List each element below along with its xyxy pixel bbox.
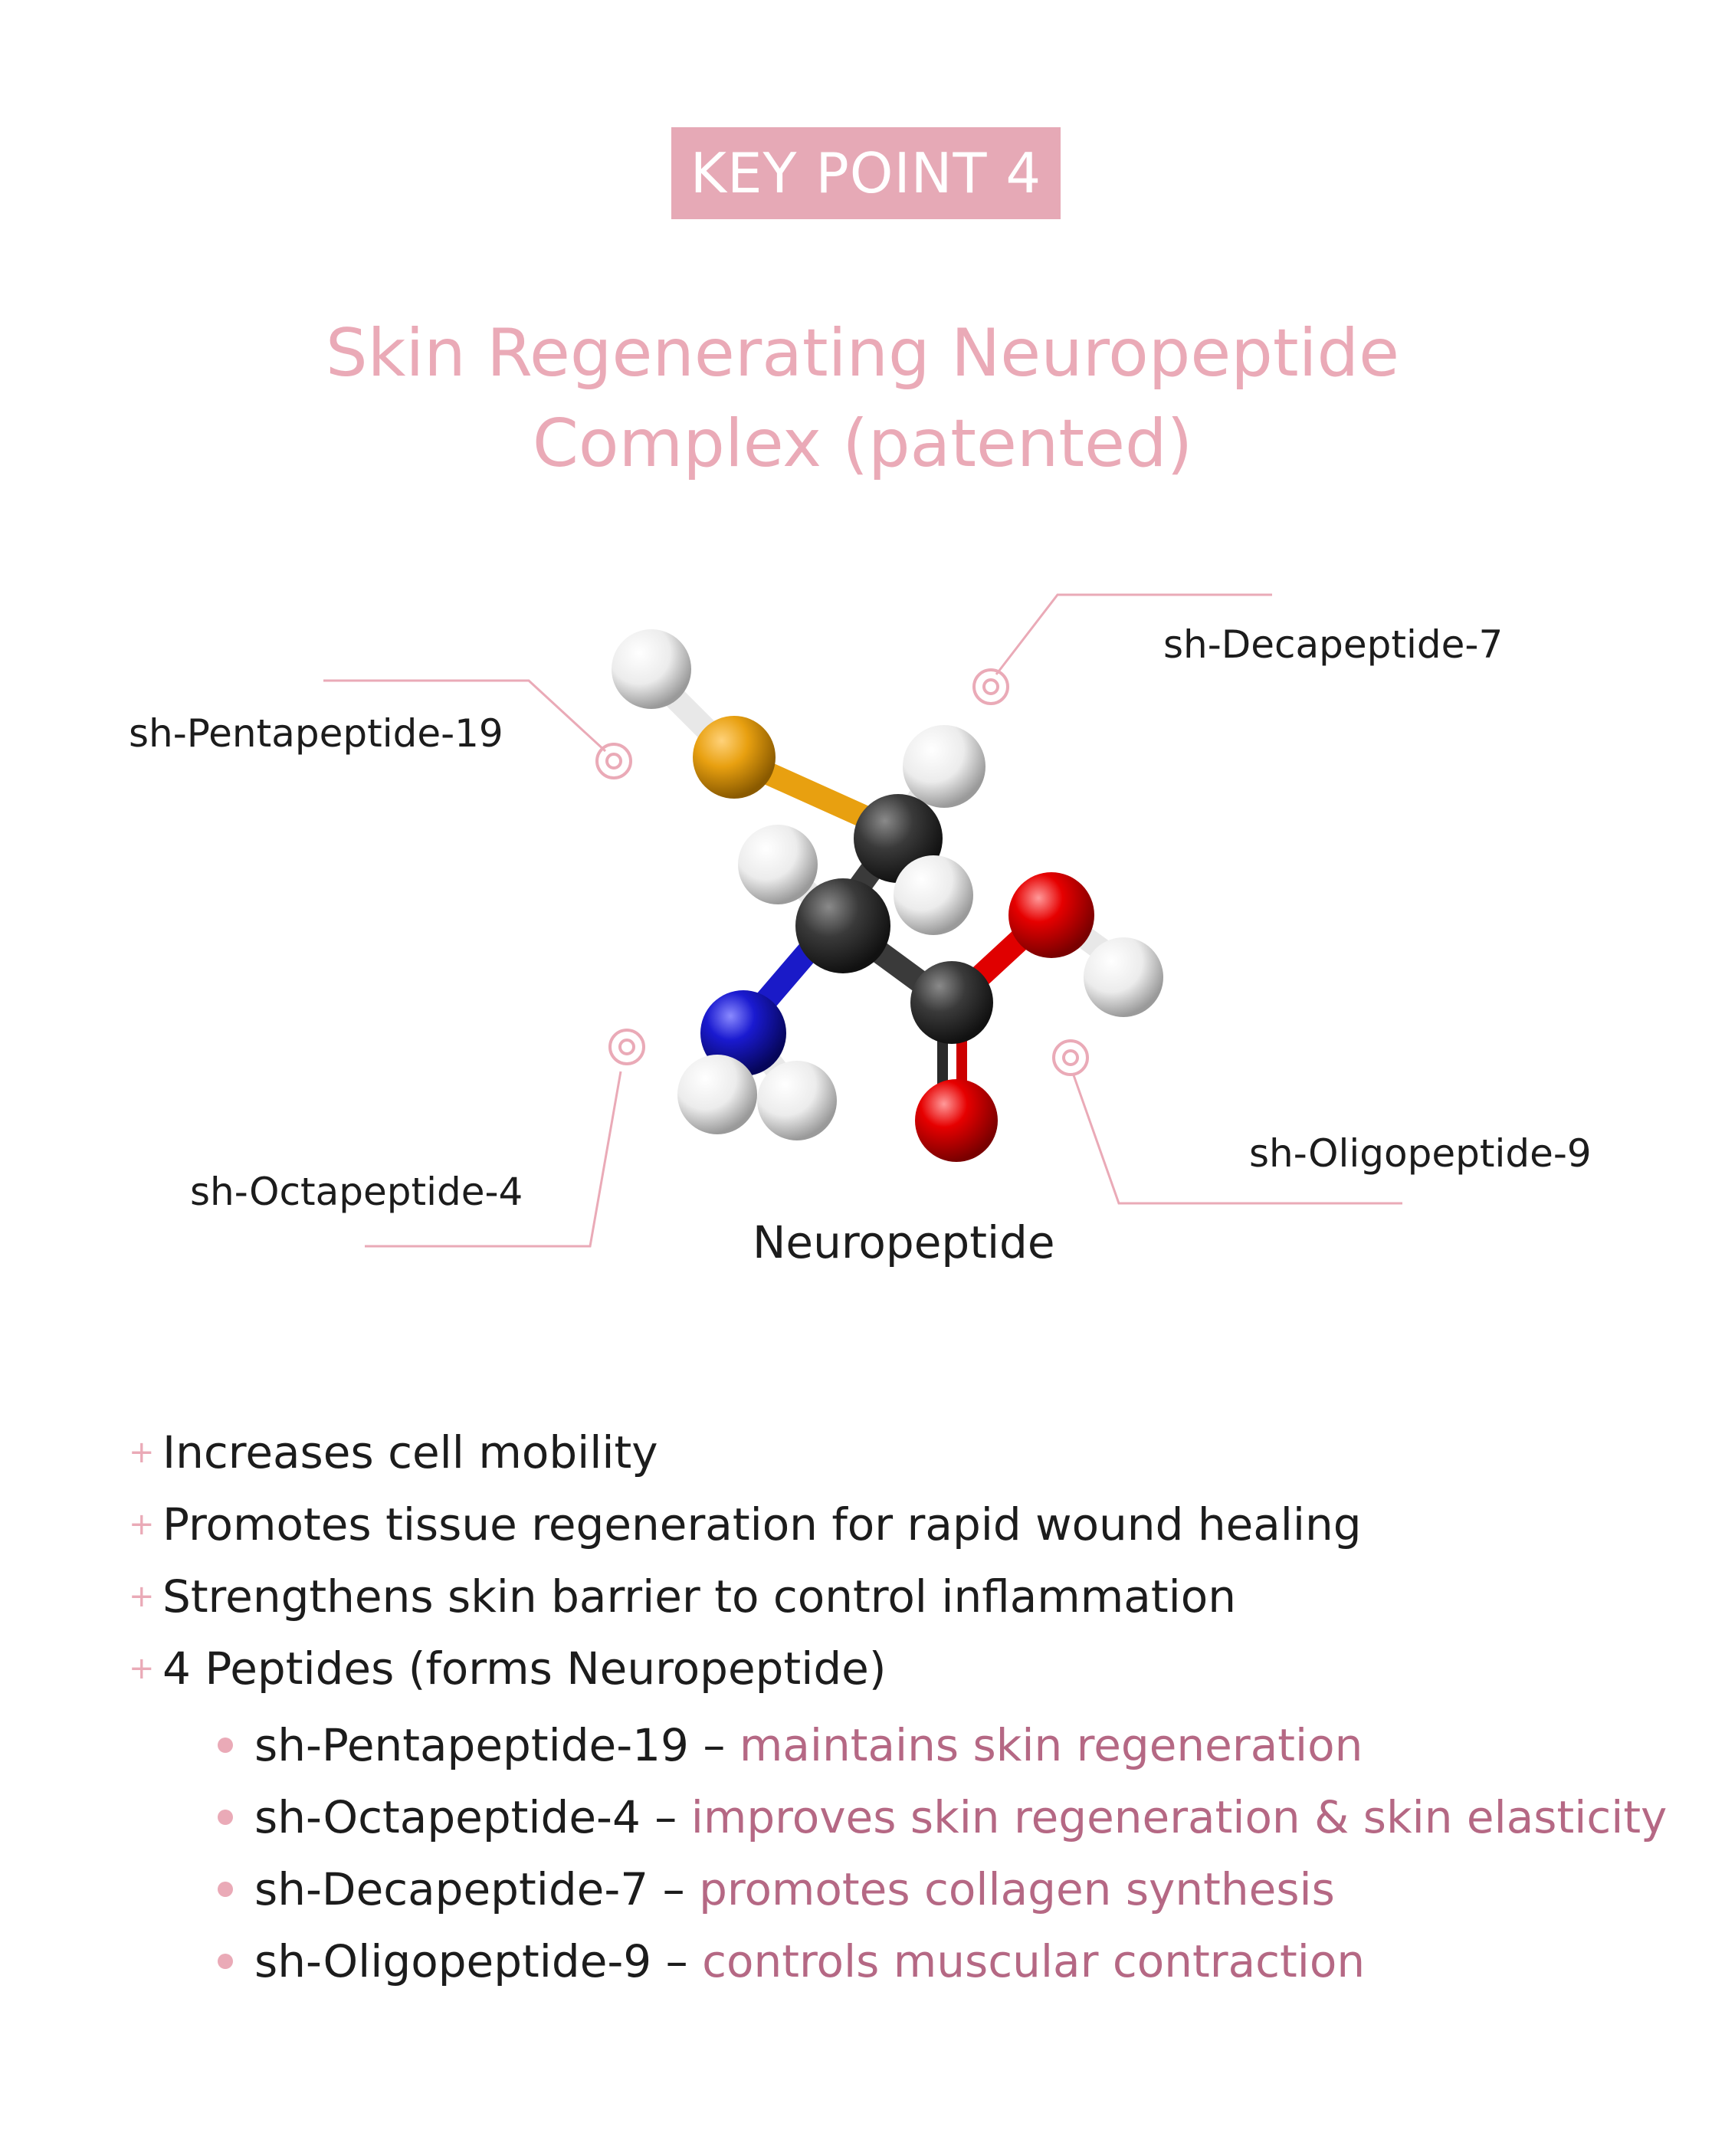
plus-icon: +	[129, 1507, 155, 1542]
hydrogen-atom	[738, 825, 818, 904]
peptide-description: controls muscular contraction	[702, 1935, 1366, 1987]
molecule-caption: Neuropeptide	[753, 1216, 1055, 1268]
hydrogen-atom	[612, 629, 691, 709]
hydrogen-atom	[903, 725, 985, 808]
benefit-text: 4 Peptides (forms Neuropeptide)	[162, 1642, 887, 1695]
peptide-list: sh-Pentapeptide-19 – maintains skin rege…	[218, 1709, 1667, 1997]
plus-icon: +	[129, 1579, 155, 1614]
sulfur-atom	[693, 716, 776, 799]
nitrogen-atom	[700, 990, 786, 1076]
carbon-atom	[910, 961, 993, 1044]
benefit-text: Increases cell mobility	[162, 1426, 658, 1478]
target-icon-oligopeptide	[1052, 1039, 1089, 1076]
list-item: sh-Octapeptide-4 – improves skin regener…	[218, 1781, 1667, 1853]
callout-label-oligopeptide: sh-Oligopeptide-9	[1249, 1131, 1592, 1176]
peptide-separator: –	[688, 1719, 740, 1771]
oxygen-atom	[1008, 872, 1094, 958]
benefit-text: Promotes tissue regeneration for rapid w…	[162, 1498, 1362, 1551]
peptide-description: promotes collagen synthesis	[699, 1863, 1335, 1915]
list-item: + 4 Peptides (forms Neuropeptide)	[129, 1633, 1362, 1705]
peptide-separator: –	[640, 1791, 691, 1843]
carbon-atom	[795, 878, 890, 973]
hydrogen-atom	[1084, 937, 1163, 1017]
key-point-label: KEY POINT 4	[690, 141, 1042, 205]
peptide-description: maintains skin regeneration	[739, 1719, 1363, 1771]
target-icon-octapeptide	[608, 1029, 645, 1065]
peptide-name: sh-Decapeptide-7	[254, 1863, 649, 1915]
page-title-line-2: Complex (patented)	[532, 405, 1193, 482]
callout-lines	[323, 593, 1402, 1248]
bullet-dot-icon	[218, 1738, 233, 1753]
leader-line-decapeptide	[995, 593, 1272, 675]
list-item: + Promotes tissue regeneration for rapid…	[129, 1488, 1362, 1560]
plus-icon: +	[129, 1435, 155, 1470]
leader-line-octapeptide	[365, 1071, 622, 1248]
list-item: sh-Decapeptide-7 – promotes collagen syn…	[218, 1853, 1667, 1925]
peptide-separator: –	[651, 1935, 703, 1987]
callout-label-octapeptide: sh-Octapeptide-4	[190, 1170, 523, 1214]
list-item: sh-Oligopeptide-9 – controls muscular co…	[218, 1925, 1667, 1997]
hydrogen-atom	[894, 855, 973, 935]
bullet-dot-icon	[218, 1954, 233, 1969]
peptide-description: improves skin regeneration & skin elasti…	[690, 1791, 1668, 1843]
callout-targets	[595, 668, 1089, 1076]
callout-label-pentapeptide: sh-Pentapeptide-19	[129, 711, 503, 756]
neuropeptide-diagram	[323, 593, 1402, 1248]
hydrogen-atom	[757, 1061, 837, 1140]
page-title-line-1: Skin Regenerating Neuropeptide	[326, 315, 1399, 392]
benefit-text: Strengthens skin barrier to control infl…	[162, 1570, 1236, 1623]
bullet-dot-icon	[218, 1810, 233, 1825]
callout-label-decapeptide: sh-Decapeptide-7	[1163, 622, 1504, 667]
peptide-separator: –	[648, 1863, 700, 1915]
peptide-name: sh-Oligopeptide-9	[254, 1935, 652, 1987]
list-item: + Increases cell mobility	[129, 1416, 1362, 1488]
list-item: + Strengthens skin barrier to control in…	[129, 1560, 1362, 1633]
leader-line-pentapeptide	[323, 679, 607, 753]
hydrogen-atom	[677, 1055, 757, 1134]
oxygen-atom	[915, 1079, 998, 1162]
benefits-list: + Increases cell mobility + Promotes tis…	[129, 1416, 1362, 1705]
key-point-badge: KEY POINT 4	[671, 127, 1061, 219]
target-icon-decapeptide	[972, 668, 1009, 705]
bullet-dot-icon	[218, 1882, 233, 1897]
target-icon-pentapeptide	[595, 743, 632, 779]
peptide-name: sh-Octapeptide-4	[254, 1791, 641, 1843]
molecule-atoms	[612, 629, 1163, 1162]
leader-line-oligopeptide	[1071, 1072, 1402, 1205]
peptide-name: sh-Pentapeptide-19	[254, 1719, 689, 1771]
plus-icon: +	[129, 1651, 155, 1686]
list-item: sh-Pentapeptide-19 – maintains skin rege…	[218, 1709, 1667, 1781]
